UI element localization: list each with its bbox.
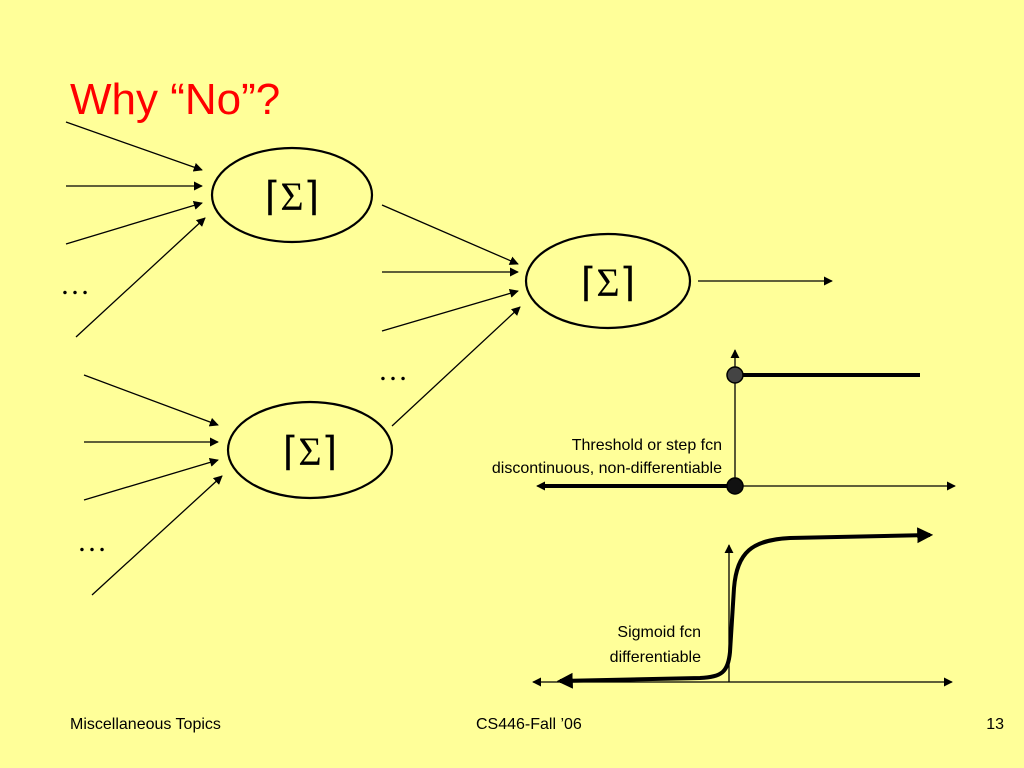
ellipsis-left-bottom: … bbox=[77, 525, 107, 558]
footer-course-topic: Miscellaneous Topics bbox=[70, 716, 221, 733]
ellipsis-left-top: … bbox=[60, 268, 90, 301]
step-low-point bbox=[726, 477, 744, 495]
slide-title: Why “No”? bbox=[70, 75, 281, 124]
sigmoid-curve bbox=[556, 527, 934, 689]
neuron-right-symbol: ⌈Σ⌉ bbox=[581, 260, 636, 305]
neuron-bottom-left-symbol: ⌈Σ⌉ bbox=[283, 429, 338, 474]
sigmoid-caption-line2: differentiable bbox=[610, 649, 701, 666]
step-caption-line1: Threshold or step fcn bbox=[572, 437, 722, 454]
neuron-top-left-symbol: ⌈Σ⌉ bbox=[265, 174, 320, 219]
sigmoid-function-plot: Sigmoid fcn differentiable bbox=[532, 527, 953, 689]
input-lines-top bbox=[65, 121, 206, 338]
footer-course-name: CS446-Fall ’06 bbox=[476, 716, 582, 733]
neuron-right: ⌈Σ⌉ bbox=[524, 232, 692, 330]
step-caption-line2: discontinuous, non-differentiable bbox=[492, 460, 722, 477]
neuron-top-left: ⌈Σ⌉ bbox=[210, 146, 374, 244]
footer-page-number: 13 bbox=[986, 716, 1004, 733]
input-lines-right-neuron bbox=[381, 204, 521, 427]
step-function-plot: Threshold or step fcn discontinuous, non… bbox=[492, 349, 956, 495]
step-high-point bbox=[726, 366, 744, 384]
neuron-bottom-left: ⌈Σ⌉ bbox=[226, 400, 394, 500]
input-lines-bottom bbox=[83, 374, 223, 596]
sigmoid-caption-line1: Sigmoid fcn bbox=[617, 624, 701, 641]
ellipsis-middle: … bbox=[378, 354, 408, 387]
